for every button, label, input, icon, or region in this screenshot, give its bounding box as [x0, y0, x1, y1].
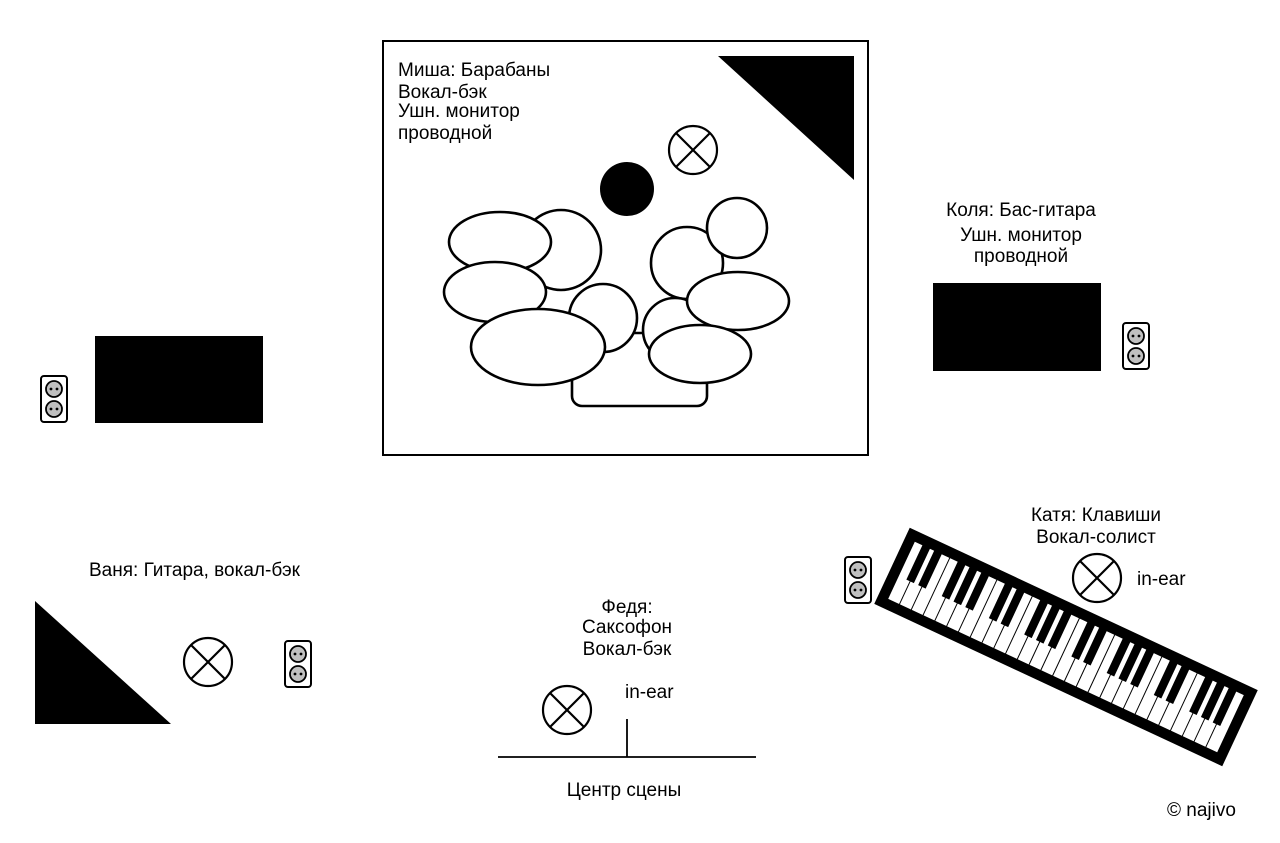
- bass-power-outlet-icon: [1122, 322, 1150, 370]
- white-key-divider: [922, 557, 951, 616]
- guitar-power-outlet-icon: [284, 640, 312, 688]
- drum-microphone-icon: [667, 124, 719, 176]
- bass-monitor-type-label: проводной: [973, 246, 1069, 267]
- drums-musician-label: Миша: Барабаны: [398, 60, 551, 81]
- left-power-outlet-icon: [40, 375, 68, 423]
- sax-vocal-label: Вокал-бэк: [582, 639, 672, 660]
- drums-vocal-label: Вокал-бэк: [398, 82, 487, 103]
- black-key: [1212, 687, 1237, 726]
- black-key: [965, 572, 990, 611]
- white-key-divider: [1169, 672, 1198, 732]
- credit-label: © najivo: [1167, 800, 1236, 821]
- black-key: [1118, 643, 1143, 683]
- keyboard-piano-icon: [874, 527, 1258, 767]
- black-key: [953, 566, 978, 606]
- black-key: [1083, 627, 1107, 666]
- guitar-microphone-icon: [182, 636, 234, 688]
- black-key: [1153, 660, 1178, 699]
- black-key: [1071, 621, 1096, 661]
- sax-musician-label: Федя:: [601, 597, 653, 618]
- bass-monitor-label: Ушн. монитор: [960, 225, 1082, 246]
- stage-center-marker: [498, 719, 756, 758]
- keys-power-outlet-icon: [844, 556, 872, 604]
- drum-throne-icon: [600, 162, 654, 216]
- drum-kit-icon: [442, 196, 791, 408]
- black-key: [1200, 682, 1225, 721]
- black-key: [1047, 610, 1072, 650]
- bass-amplifier-icon: [933, 283, 1101, 371]
- black-key: [988, 583, 1013, 622]
- drum-monitor-wedge-icon: [718, 56, 854, 180]
- white-key-divider: [1004, 595, 1033, 655]
- white-key-divider: [1134, 656, 1163, 715]
- black-key: [1189, 676, 1213, 715]
- sax-microphone-icon: [541, 684, 593, 736]
- white-key-divider: [969, 579, 998, 638]
- keys-in-ear-label: in-ear: [1137, 569, 1186, 590]
- drums-monitor-type-label: проводной: [398, 123, 493, 144]
- white-key-divider: [1087, 634, 1116, 693]
- keys-musician-label: Катя: Клавиши: [1030, 505, 1162, 526]
- keys-vocal-label: Вокал-солист: [1036, 527, 1156, 548]
- bass-musician-label: Коля: Бас-гитара: [946, 200, 1096, 221]
- sax-instrument-label: Саксофон: [582, 617, 672, 638]
- guitar-monitor-wedge-icon: [35, 601, 171, 724]
- black-key: [1130, 649, 1154, 688]
- white-key-divider: [1052, 617, 1080, 677]
- left-amplifier-icon: [95, 336, 263, 423]
- drums-monitor-label: Ушн. монитор: [398, 101, 520, 122]
- black-key: [906, 544, 931, 584]
- black-key: [1024, 599, 1048, 639]
- black-key: [1106, 638, 1131, 677]
- guitar-musician-label: Ваня: Гитара, вокал-бэк: [89, 560, 300, 581]
- black-key: [918, 550, 942, 589]
- keys-microphone-icon: [1071, 552, 1123, 604]
- black-key: [1000, 588, 1025, 628]
- stage-center-label: Центр сцены: [566, 780, 682, 801]
- black-key: [1165, 665, 1190, 705]
- black-key: [1035, 605, 1060, 644]
- sax-in-ear-label: in-ear: [625, 682, 674, 703]
- black-key: [941, 561, 966, 600]
